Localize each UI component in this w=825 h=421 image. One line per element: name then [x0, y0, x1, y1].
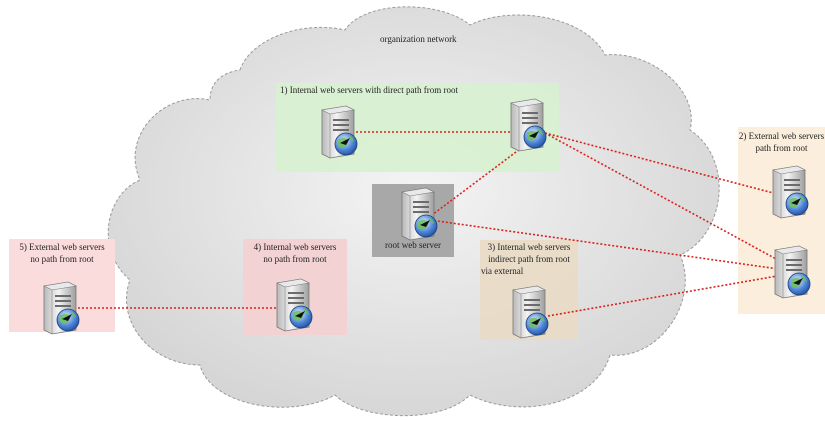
server-icon-root	[401, 187, 438, 241]
server-icon-g2b	[774, 245, 811, 299]
group-1-label: 1) Internal web servers with direct path…	[280, 85, 458, 95]
group-3-label-line3: via external	[481, 266, 524, 276]
root-server-label: root web server	[385, 240, 441, 250]
cloud-label: organization network	[380, 34, 457, 44]
group-5-label-line1: 5) External web servers	[19, 242, 105, 252]
group-3-label-line1: 3) Internal web servers	[487, 242, 571, 252]
server-icon-g2a	[772, 165, 809, 219]
group-4-label-line2: no path from root	[263, 254, 327, 264]
server-icon-g3	[512, 285, 549, 339]
link-g1b-g2b	[544, 132, 801, 273]
group-2-label-line2: path from root	[755, 143, 808, 153]
server-icon-g4	[276, 278, 313, 332]
group-3-label-line2: indirect path from root	[488, 254, 570, 264]
group-2-label-line1: 2) External web servers	[738, 131, 825, 141]
link-g3-g2b	[547, 271, 801, 317]
server-icon-g1b	[510, 98, 547, 152]
group-4-label-line1: 4) Internal web servers	[253, 242, 337, 252]
server-icon-g5	[43, 281, 80, 335]
server-icon-g1a	[321, 105, 358, 159]
group-5-label-line2: no path from root	[30, 254, 94, 264]
